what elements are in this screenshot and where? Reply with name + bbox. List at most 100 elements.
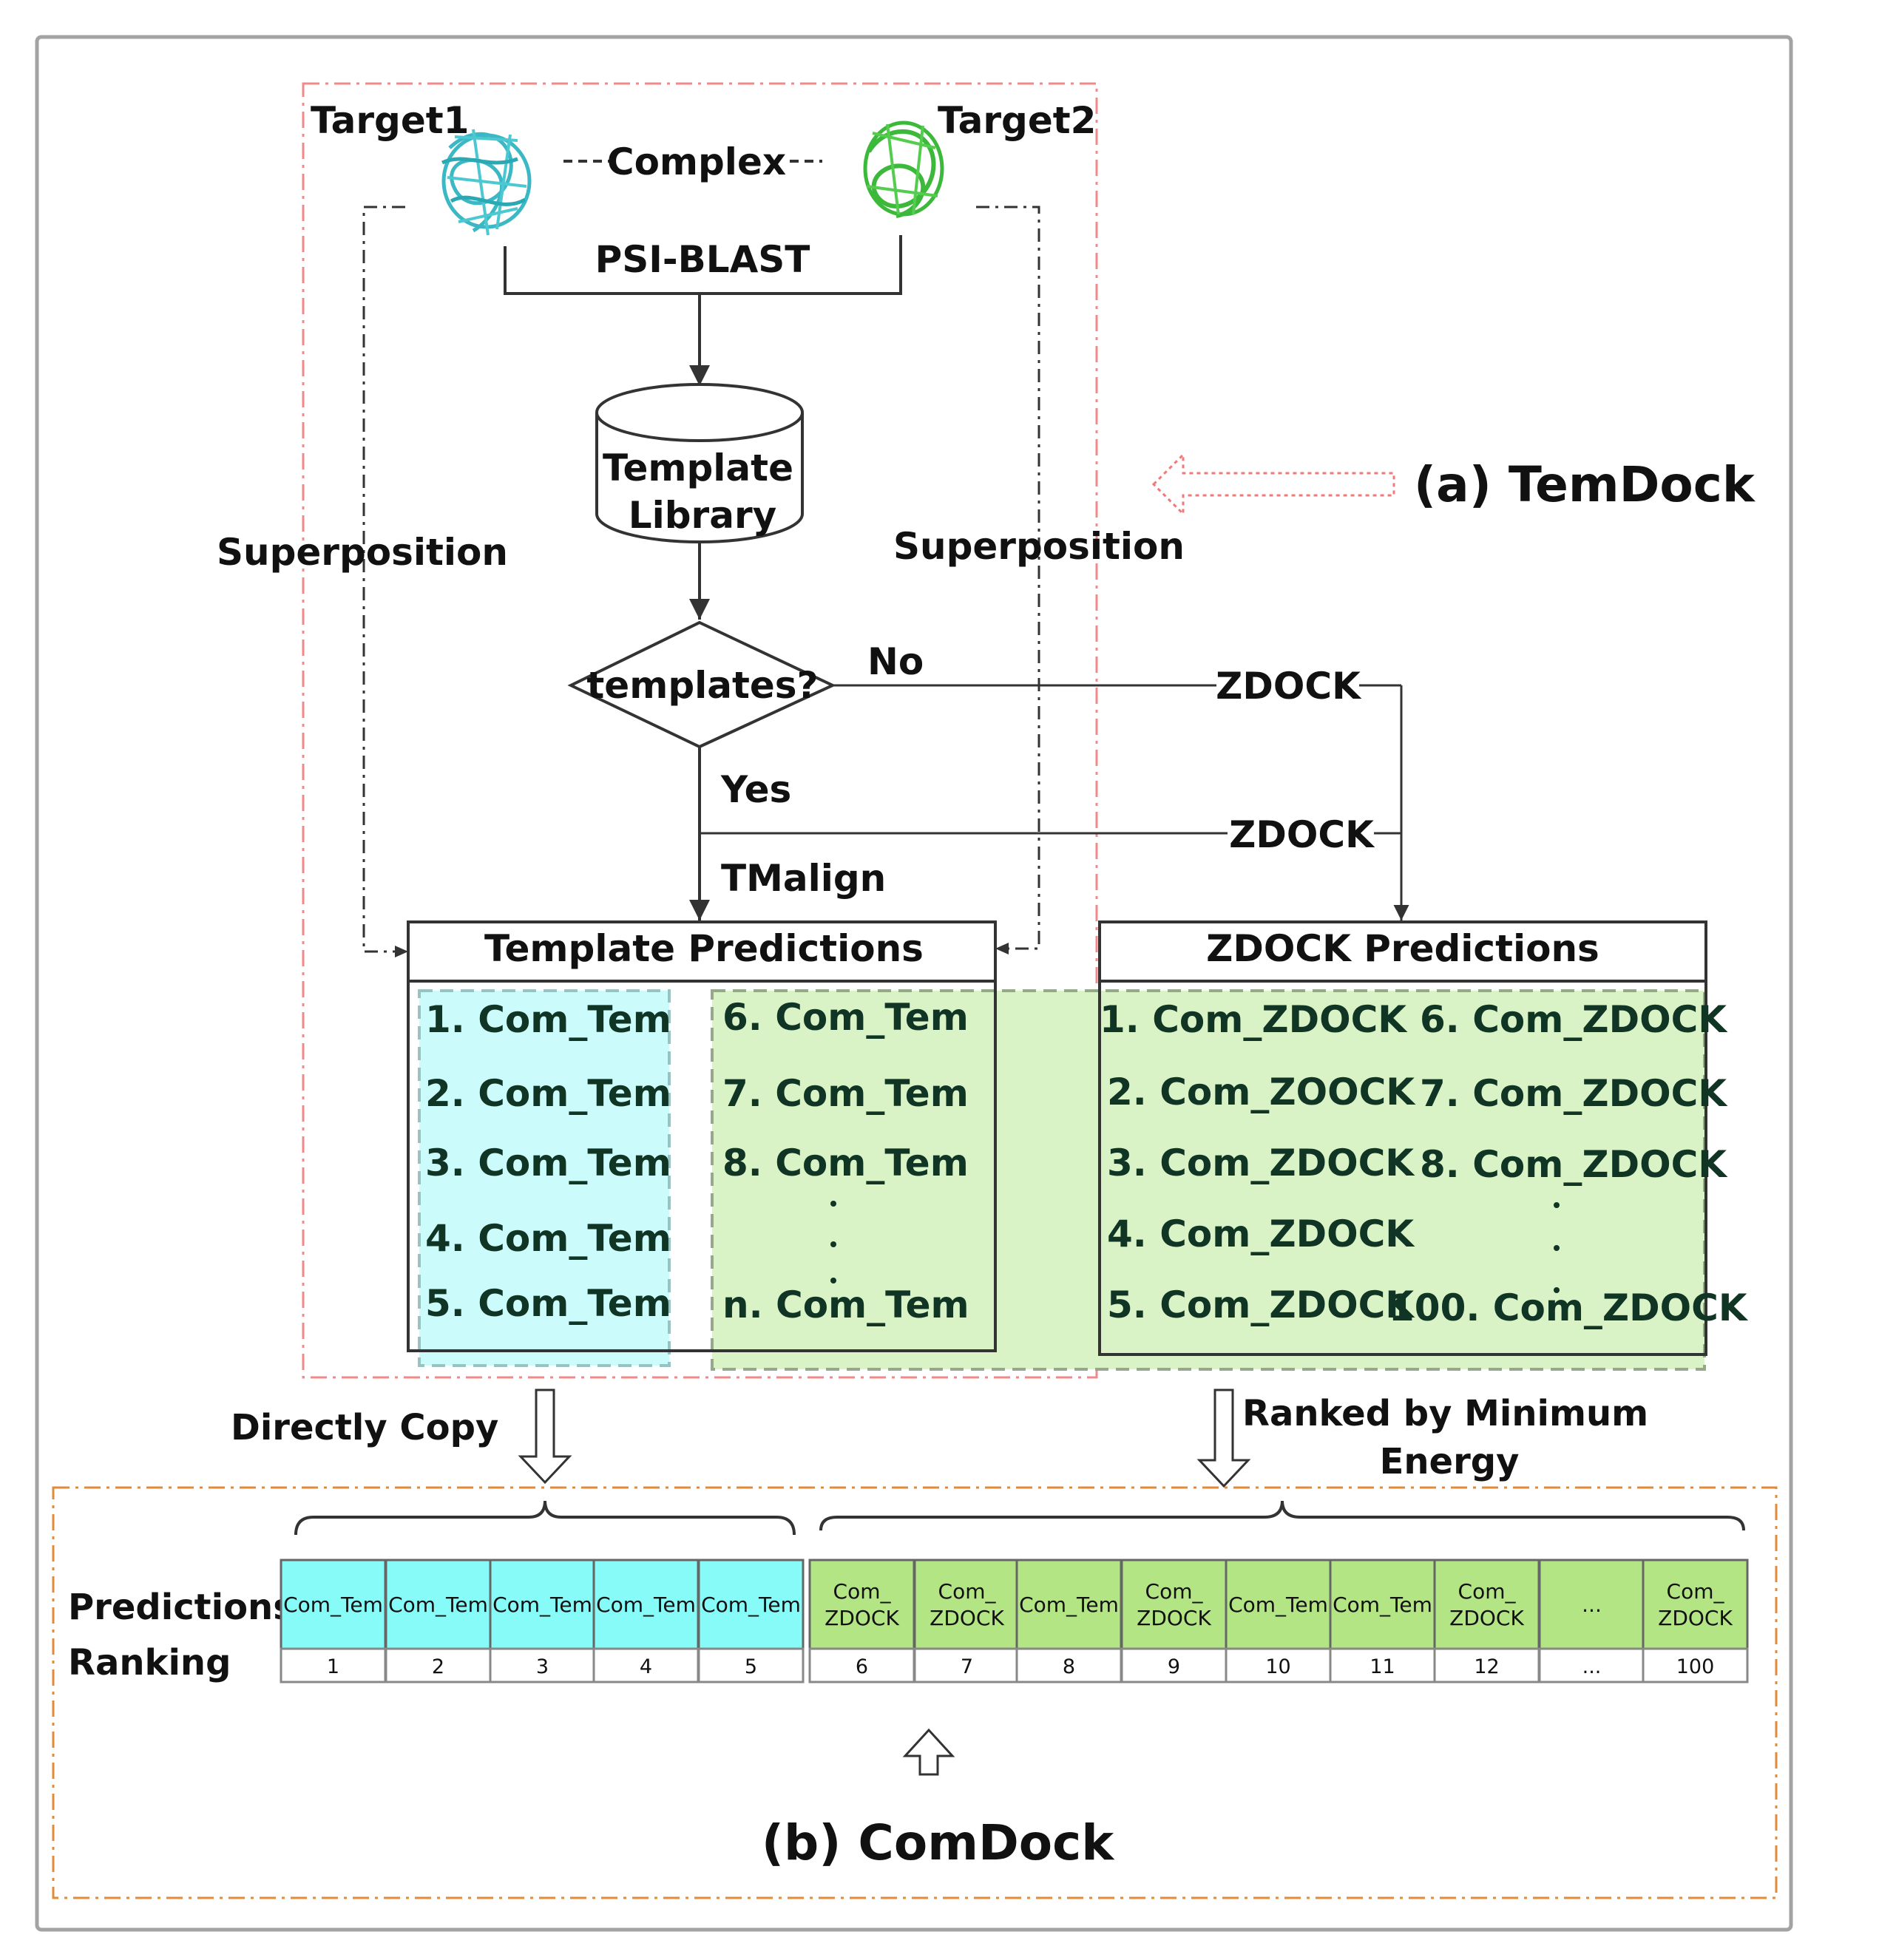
ranking-cell	[1538, 1559, 1645, 1650]
rank-number: 11	[1370, 1655, 1395, 1678]
zdock-list-item: 2. Com_ZOOCK	[1107, 1071, 1416, 1113]
rank-number: 1	[327, 1655, 339, 1678]
ranking-cell	[808, 1559, 915, 1650]
target1-protein-structure	[441, 129, 532, 236]
template-list-item: 7. Com_Tem	[722, 1072, 969, 1115]
ellipsis-dot	[830, 1241, 836, 1247]
template-top-region	[418, 989, 671, 1367]
template-list-item: n. Com_Tem	[722, 1284, 969, 1326]
rank-number: 3	[536, 1655, 549, 1678]
template-predictions-title: Template Predictions	[484, 927, 924, 970]
ranking-cell-label: ZDOCK	[825, 1606, 899, 1630]
superposition-right-arrowhead	[995, 943, 1009, 954]
template-list-item: 6. Com_Tem	[722, 996, 969, 1039]
ranking-strip: Com_Tem1Com_Tem2Com_Tem3Com_Tem4Com_Tem5…	[280, 1559, 1749, 1683]
target1-label: Target1	[311, 99, 469, 142]
psiblast-bracket	[504, 235, 902, 295]
template-predictions-box	[407, 920, 997, 1352]
rank-number-cell	[385, 1647, 492, 1683]
rank-number-cell	[1015, 1647, 1123, 1683]
ranked-label-line2: Energy	[1380, 1441, 1520, 1482]
rank-number: 100	[1676, 1655, 1715, 1678]
ranking-cell-label: ZDOCK	[1658, 1606, 1733, 1630]
library-label-line2: Library	[629, 494, 776, 537]
zdock-list-item: 100. Com_ZDOCK	[1389, 1286, 1749, 1329]
ranking-cell	[697, 1559, 805, 1650]
ranking-cell-label: Com_	[1145, 1579, 1204, 1604]
ellipsis-dot	[1554, 1202, 1560, 1208]
ranking-cell-label: Com_Tem	[388, 1593, 488, 1617]
template-library-cylinder	[595, 383, 804, 543]
zdock-mid-label: ZDOCK	[1229, 813, 1375, 856]
ranking-cell-label: Com_Tem	[492, 1593, 592, 1617]
rank-number: ...	[1582, 1655, 1602, 1678]
library-label-line1: Template	[603, 447, 793, 489]
target2-label: Target2	[938, 99, 1096, 142]
rank-number: 9	[1168, 1655, 1180, 1678]
ranking-cell-label: Com_Tem	[1019, 1593, 1119, 1617]
decision-label: templates?	[586, 664, 818, 707]
ranking-cell-label: ZDOCK	[1137, 1606, 1211, 1630]
rank-number: 12	[1474, 1655, 1499, 1678]
ranking-cell-label: Com_	[1458, 1579, 1517, 1604]
ranking-cell	[1642, 1559, 1749, 1650]
yes-label: Yes	[720, 768, 791, 811]
template-list-item: 4. Com_Tem	[425, 1217, 671, 1260]
no-label: No	[867, 640, 924, 683]
template-list-item: 2. Com_Tem	[425, 1072, 671, 1115]
predictions-label: Predictions	[68, 1587, 294, 1628]
combined-green-region	[711, 989, 1706, 1371]
complex-label: Complex	[607, 140, 786, 183]
comdock-label: (b) ComDock	[762, 1814, 1115, 1871]
template-list-item: 1. Com_Tem	[425, 998, 671, 1041]
ranking-cell	[1225, 1559, 1332, 1650]
rank-number: 8	[1063, 1655, 1075, 1678]
zdock-predictions-title: ZDOCK Predictions	[1206, 927, 1599, 970]
rank-number-cell	[913, 1647, 1020, 1683]
comdock-boundary	[52, 1486, 1778, 1899]
rank-number-cell	[697, 1647, 805, 1683]
ranking-cell-label: Com_Tem	[701, 1593, 801, 1617]
ranked-label-line1: Ranked by Minimum	[1242, 1393, 1648, 1434]
ranking-cell-label: ZDOCK	[930, 1606, 1004, 1630]
ranking-cell-label: ZDOCK	[1449, 1606, 1524, 1630]
psiblast-label: PSI-BLAST	[595, 238, 810, 281]
rank-number: 6	[856, 1655, 868, 1678]
ellipsis-dot	[1554, 1287, 1560, 1293]
rank-number: 7	[961, 1655, 973, 1678]
ranked-arrow	[1196, 1388, 1251, 1488]
template-brace	[294, 1500, 796, 1536]
temdock-boundary	[302, 82, 1098, 1379]
zdock-list-item: 6. Com_ZDOCK	[1420, 998, 1728, 1041]
outer-frame	[35, 35, 1793, 1932]
rank-number-cell	[1225, 1647, 1332, 1683]
ranking-cell-label: Com_Tem	[283, 1593, 383, 1617]
zdock-list-item: 1. Com_ZDOCK	[1100, 998, 1408, 1041]
ranking-cell	[913, 1559, 1020, 1650]
directly-copy-arrow	[518, 1388, 572, 1485]
up-arrow	[902, 1728, 955, 1776]
ranking-cell-label: Com_	[833, 1579, 892, 1604]
template-list-item: 5. Com_Tem	[425, 1282, 671, 1325]
directly-copy-label: Directly Copy	[231, 1407, 498, 1448]
ranking-cell-label: Com_Tem	[1333, 1593, 1432, 1617]
ranking-cell-label: Com_	[938, 1579, 997, 1604]
ranked-brace	[819, 1500, 1745, 1531]
rank-number-cell	[1329, 1647, 1436, 1683]
zdock-list-item: 8. Com_ZDOCK	[1420, 1143, 1728, 1186]
zdock-predictions-box	[1098, 920, 1707, 1356]
zdock-list-item: 5. Com_ZDOCK	[1107, 1284, 1415, 1326]
rank-number-cell	[1120, 1647, 1228, 1683]
zdock-list-item: 3. Com_ZDOCK	[1107, 1142, 1415, 1184]
temdock-pointer-arrow	[1151, 452, 1395, 517]
ellipsis-dot	[830, 1278, 836, 1284]
ranking-cell	[1120, 1559, 1228, 1650]
ranking-cell	[1433, 1559, 1540, 1650]
superposition-left-label: Superposition	[217, 531, 508, 574]
rank-number-cell	[1538, 1647, 1645, 1683]
zdock-list-item: 4. Com_ZDOCK	[1107, 1213, 1415, 1255]
ranking-cell-label: Com_Tem	[1228, 1593, 1328, 1617]
rank-number-cell	[489, 1647, 596, 1683]
superposition-left-arrowhead	[395, 946, 408, 957]
